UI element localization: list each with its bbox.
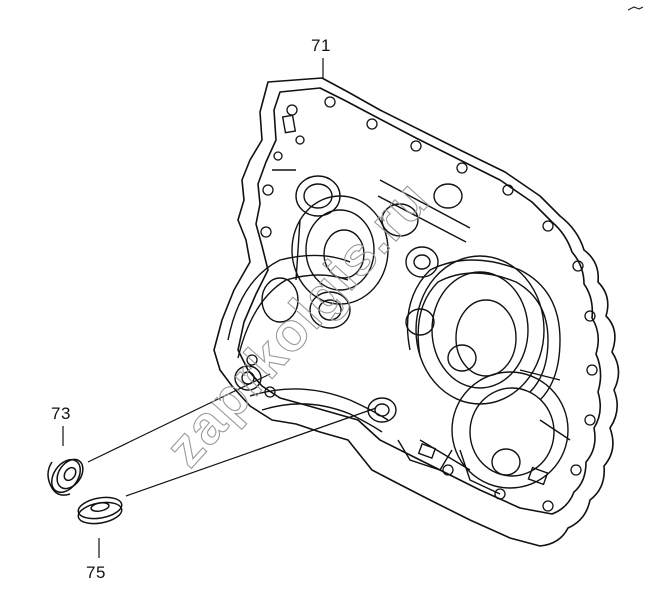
watermark-text: zaprkolgis.ru <box>154 169 441 478</box>
housing-cover-71 <box>213 77 620 547</box>
washer-75 <box>77 496 123 525</box>
washer-73 <box>47 458 84 496</box>
callout-label-75: 75 <box>86 563 106 582</box>
callout-label-73: 73 <box>51 404 71 423</box>
assembly-line-75 <box>125 407 377 497</box>
housing-internal-features <box>227 114 571 495</box>
corner-mark <box>627 6 644 11</box>
assembly-line-73 <box>87 373 271 463</box>
leader-lines <box>62 58 377 558</box>
callout-label-71: 71 <box>311 36 331 55</box>
